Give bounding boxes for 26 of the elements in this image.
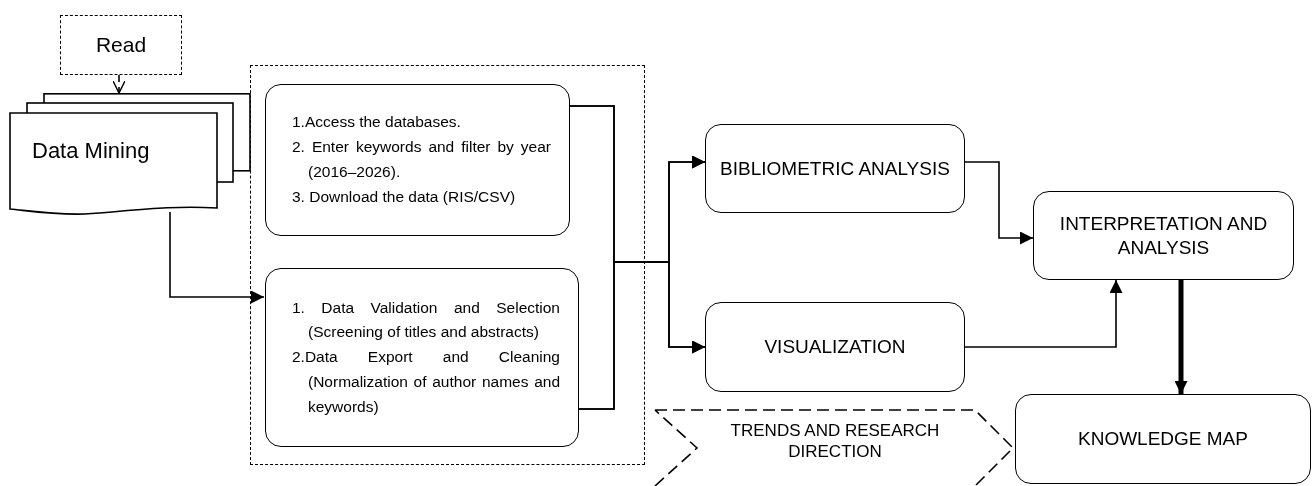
step-text: 2.Data Export and Cleaning (Normalization of author names and keywords) (292, 347, 560, 417)
arrow (1174, 280, 1188, 394)
dashed-arrow (112, 74, 126, 94)
node-label: VISUALIZATION (763, 335, 907, 359)
arrow (169, 211, 265, 304)
node-label: Data Mining (32, 138, 151, 164)
node-label: BIBLIOMETRIC ANALYSIS (719, 156, 951, 181)
step-text: 3. Download the data (RIS/CSV) (292, 186, 517, 207)
process-box (265, 84, 570, 236)
node-label: TRENDS AND RESEARCH DIRECTION (729, 420, 941, 463)
node-label: KNOWLEDGE MAP (1077, 427, 1249, 451)
arrow (964, 161, 1034, 245)
process-box (60, 15, 182, 75)
node-label: INTERPRETATION AND ANALYSIS (1058, 211, 1269, 260)
process-box (1033, 191, 1294, 280)
process-box (705, 124, 965, 213)
step-text: 2. Enter keywords and filter by year (2016–2026). (292, 137, 551, 182)
step-text: 1.Access the databases. (292, 112, 462, 133)
arrow (577, 261, 706, 410)
process-box (705, 302, 965, 392)
node-label: Read (95, 33, 147, 57)
step-text: 1. Data Validation and Selection (Screening of titles and abstracts) (292, 297, 560, 343)
dashed-group-box (250, 65, 645, 465)
process-box (1015, 394, 1311, 484)
process-box (265, 268, 579, 447)
arrow (964, 279, 1123, 348)
